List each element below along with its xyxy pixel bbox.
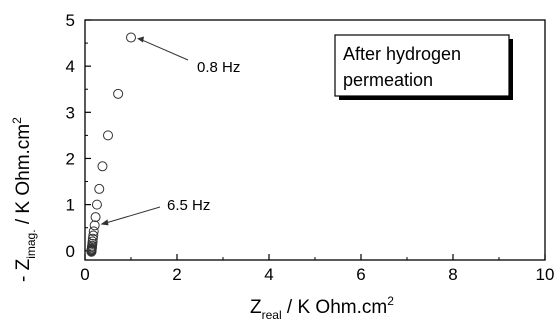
y-tick-label: 3 xyxy=(66,103,75,122)
x-tick-label: 0 xyxy=(80,265,89,284)
y-axis-label: - Zimag. / K Ohm.cm2 xyxy=(10,117,38,282)
data-point xyxy=(88,230,99,241)
x-axis-label-sup: 2 xyxy=(387,294,394,308)
y-tick-label: 5 xyxy=(66,11,75,30)
data-point xyxy=(86,246,97,257)
annotation-arrowhead xyxy=(137,36,144,43)
x-tick-label: 4 xyxy=(264,265,273,284)
data-points xyxy=(86,32,136,257)
annotation-label: 6.5 Hz xyxy=(167,197,210,214)
x-axis-label-main: Z xyxy=(250,297,262,318)
data-point xyxy=(90,212,101,223)
data-point xyxy=(87,233,98,244)
info-box-frame xyxy=(334,34,510,97)
data-point xyxy=(88,226,99,237)
annotation-label: 0.8 Hz xyxy=(197,59,240,76)
annotations: 0.8 Hz 6.5 Hz xyxy=(100,36,240,226)
data-point xyxy=(103,130,113,141)
x-axis-label: Zreal / K Ohm.cm2 xyxy=(250,294,394,322)
x-tick-label: 10 xyxy=(536,265,555,284)
x-tick-label: 2 xyxy=(172,265,181,284)
x-tick-label: 8 xyxy=(448,265,457,284)
y-tick-label: 2 xyxy=(66,149,75,168)
annotation-arrow xyxy=(140,39,189,61)
axis-ticks: 0 2 4 6 8 10 0 1 2 3 4 5 xyxy=(66,11,555,284)
info-box-line-1: After hydrogen xyxy=(343,44,461,64)
y-axis-label-main: - Z xyxy=(13,258,34,282)
y-tick-label: 4 xyxy=(66,57,75,76)
data-point xyxy=(94,183,105,194)
x-tick-label: 6 xyxy=(356,265,365,284)
data-point xyxy=(91,199,102,210)
data-point xyxy=(126,32,136,43)
annotation-arrowhead xyxy=(100,219,109,226)
y-axis-label-sup: 2 xyxy=(10,117,24,124)
data-point xyxy=(113,88,124,99)
y-axis-label-sub: imag. xyxy=(24,229,38,258)
y-tick-label: 0 xyxy=(66,242,75,261)
data-point xyxy=(89,220,100,231)
data-point xyxy=(97,161,108,172)
y-tick-label: 1 xyxy=(66,196,75,215)
y-axis-label-rest: / K Ohm.cm xyxy=(13,124,34,230)
info-box: After hydrogen permeation xyxy=(334,34,513,100)
x-axis-label-rest: / K Ohm.cm xyxy=(282,297,388,318)
annotation-arrow xyxy=(104,206,161,224)
x-axis-label-sub: real xyxy=(262,308,282,322)
info-box-line-2: permeation xyxy=(343,70,433,90)
